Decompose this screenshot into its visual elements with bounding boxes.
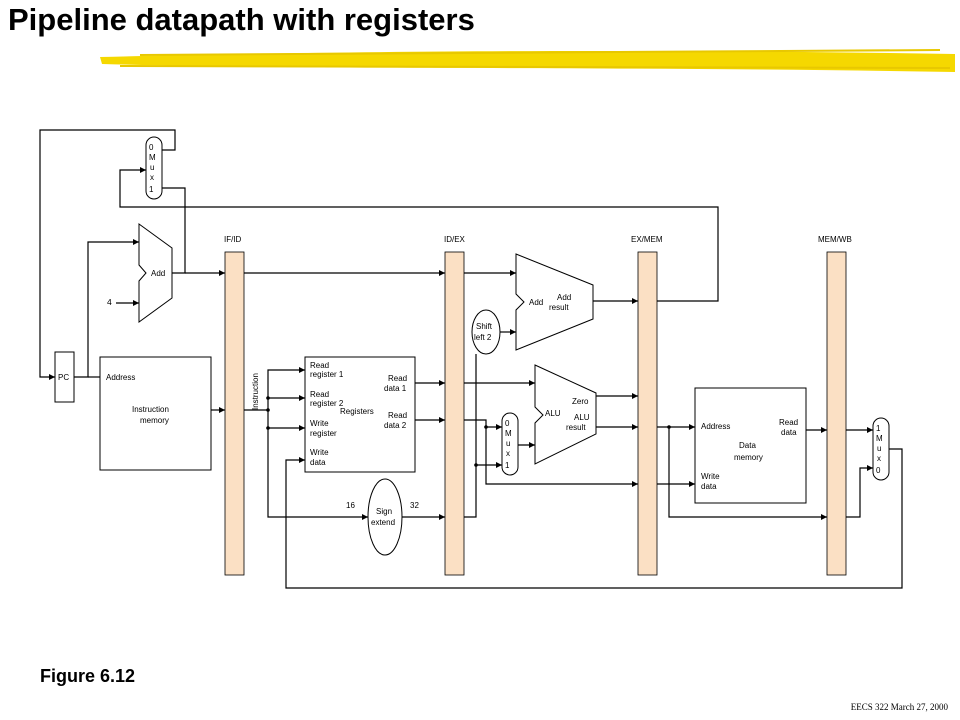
svg-text:Shift: Shift: [476, 322, 493, 331]
register-file: [304, 356, 416, 473]
data-memory: [694, 387, 807, 504]
svg-text:result: result: [549, 303, 569, 312]
instruction-bus-label: Instruction: [251, 373, 260, 410]
svg-text:Write: Write: [310, 419, 329, 428]
svg-text:Address: Address: [701, 422, 730, 431]
svg-text:data: data: [701, 482, 717, 491]
title-highlight: [100, 49, 955, 72]
svg-text:memory: memory: [734, 453, 763, 462]
svg-text:data: data: [310, 458, 326, 467]
svg-text:Add: Add: [529, 298, 543, 307]
svg-text:Zero: Zero: [572, 397, 589, 406]
svg-text:0: 0: [876, 466, 881, 475]
imem-label-1: Instruction: [132, 405, 169, 414]
svg-text:extend: extend: [371, 518, 395, 527]
svg-text:Read: Read: [388, 411, 407, 420]
footer-note: EECS 322 March 27, 2000: [850, 702, 948, 712]
pipeline-register-memwb: [826, 251, 847, 576]
constant-four: 4: [107, 297, 112, 307]
svg-text:u: u: [877, 444, 881, 453]
pipeline-register-ifid: [224, 251, 245, 576]
svg-text:result: result: [566, 423, 586, 432]
imem-label-2: memory: [140, 416, 169, 425]
svg-text:data 1: data 1: [384, 384, 407, 393]
pc-adder-label: Add: [151, 269, 165, 278]
svg-text:M: M: [876, 434, 883, 443]
svg-text:ALU: ALU: [545, 409, 561, 418]
svg-text:data: data: [781, 428, 797, 437]
svg-text:Data: Data: [739, 441, 756, 450]
alu-source-mux: [501, 412, 519, 476]
svg-text:x: x: [150, 173, 154, 182]
exmem-label: EX/MEM: [631, 235, 663, 244]
svg-text:x: x: [877, 454, 881, 463]
idex-label: ID/EX: [444, 235, 466, 244]
figure-caption: Figure 6.12: [40, 666, 136, 686]
svg-text:Read: Read: [779, 418, 798, 427]
svg-text:data 2: data 2: [384, 421, 407, 430]
page-title: Pipeline datapath with registers: [8, 2, 475, 37]
svg-text:1: 1: [149, 185, 154, 194]
pc-label: PC: [58, 373, 69, 382]
pc-source-mux: [145, 136, 163, 200]
sign-extend-out-bits: 32: [410, 501, 419, 510]
alu: [534, 364, 597, 465]
memwb-label: MEM/WB: [818, 235, 852, 244]
imem-address-label: Address: [106, 373, 135, 382]
svg-text:Read: Read: [310, 390, 329, 399]
svg-text:x: x: [506, 449, 510, 458]
shift-left-2-unit: [471, 309, 501, 355]
pipeline-register-exmem: [637, 251, 658, 576]
svg-text:u: u: [506, 439, 510, 448]
instruction-memory: [99, 356, 212, 471]
svg-text:Add: Add: [557, 293, 571, 302]
svg-text:1: 1: [505, 461, 510, 470]
svg-text:u: u: [150, 163, 154, 172]
svg-text:M: M: [149, 153, 156, 162]
svg-text:register: register: [310, 429, 337, 438]
svg-text:0: 0: [505, 419, 510, 428]
svg-text:Read: Read: [310, 361, 329, 370]
svg-text:Write: Write: [701, 472, 720, 481]
svg-text:Read: Read: [388, 374, 407, 383]
svg-text:register 2: register 2: [310, 399, 344, 408]
svg-text:register 1: register 1: [310, 370, 344, 379]
pipeline-datapath-diagram: IF/ID ID/EX EX/MEM MEM/WB PC Address Ins…: [39, 129, 903, 589]
svg-text:Write: Write: [310, 448, 329, 457]
datapath-wires: [39, 129, 903, 589]
svg-text:0: 0: [149, 143, 154, 152]
svg-text:Sign: Sign: [376, 507, 392, 516]
sign-extend-unit: [367, 478, 403, 556]
pc-adder: [138, 223, 173, 323]
svg-text:ALU: ALU: [574, 413, 590, 422]
svg-text:1: 1: [876, 424, 881, 433]
sign-extend-in-bits: 16: [346, 501, 355, 510]
pipeline-register-idex: [444, 251, 465, 576]
svg-text:left 2: left 2: [474, 333, 492, 342]
svg-text:M: M: [505, 429, 512, 438]
ifid-label: IF/ID: [224, 235, 242, 244]
branch-adder: [515, 253, 594, 351]
registers-label: Registers: [340, 407, 374, 416]
